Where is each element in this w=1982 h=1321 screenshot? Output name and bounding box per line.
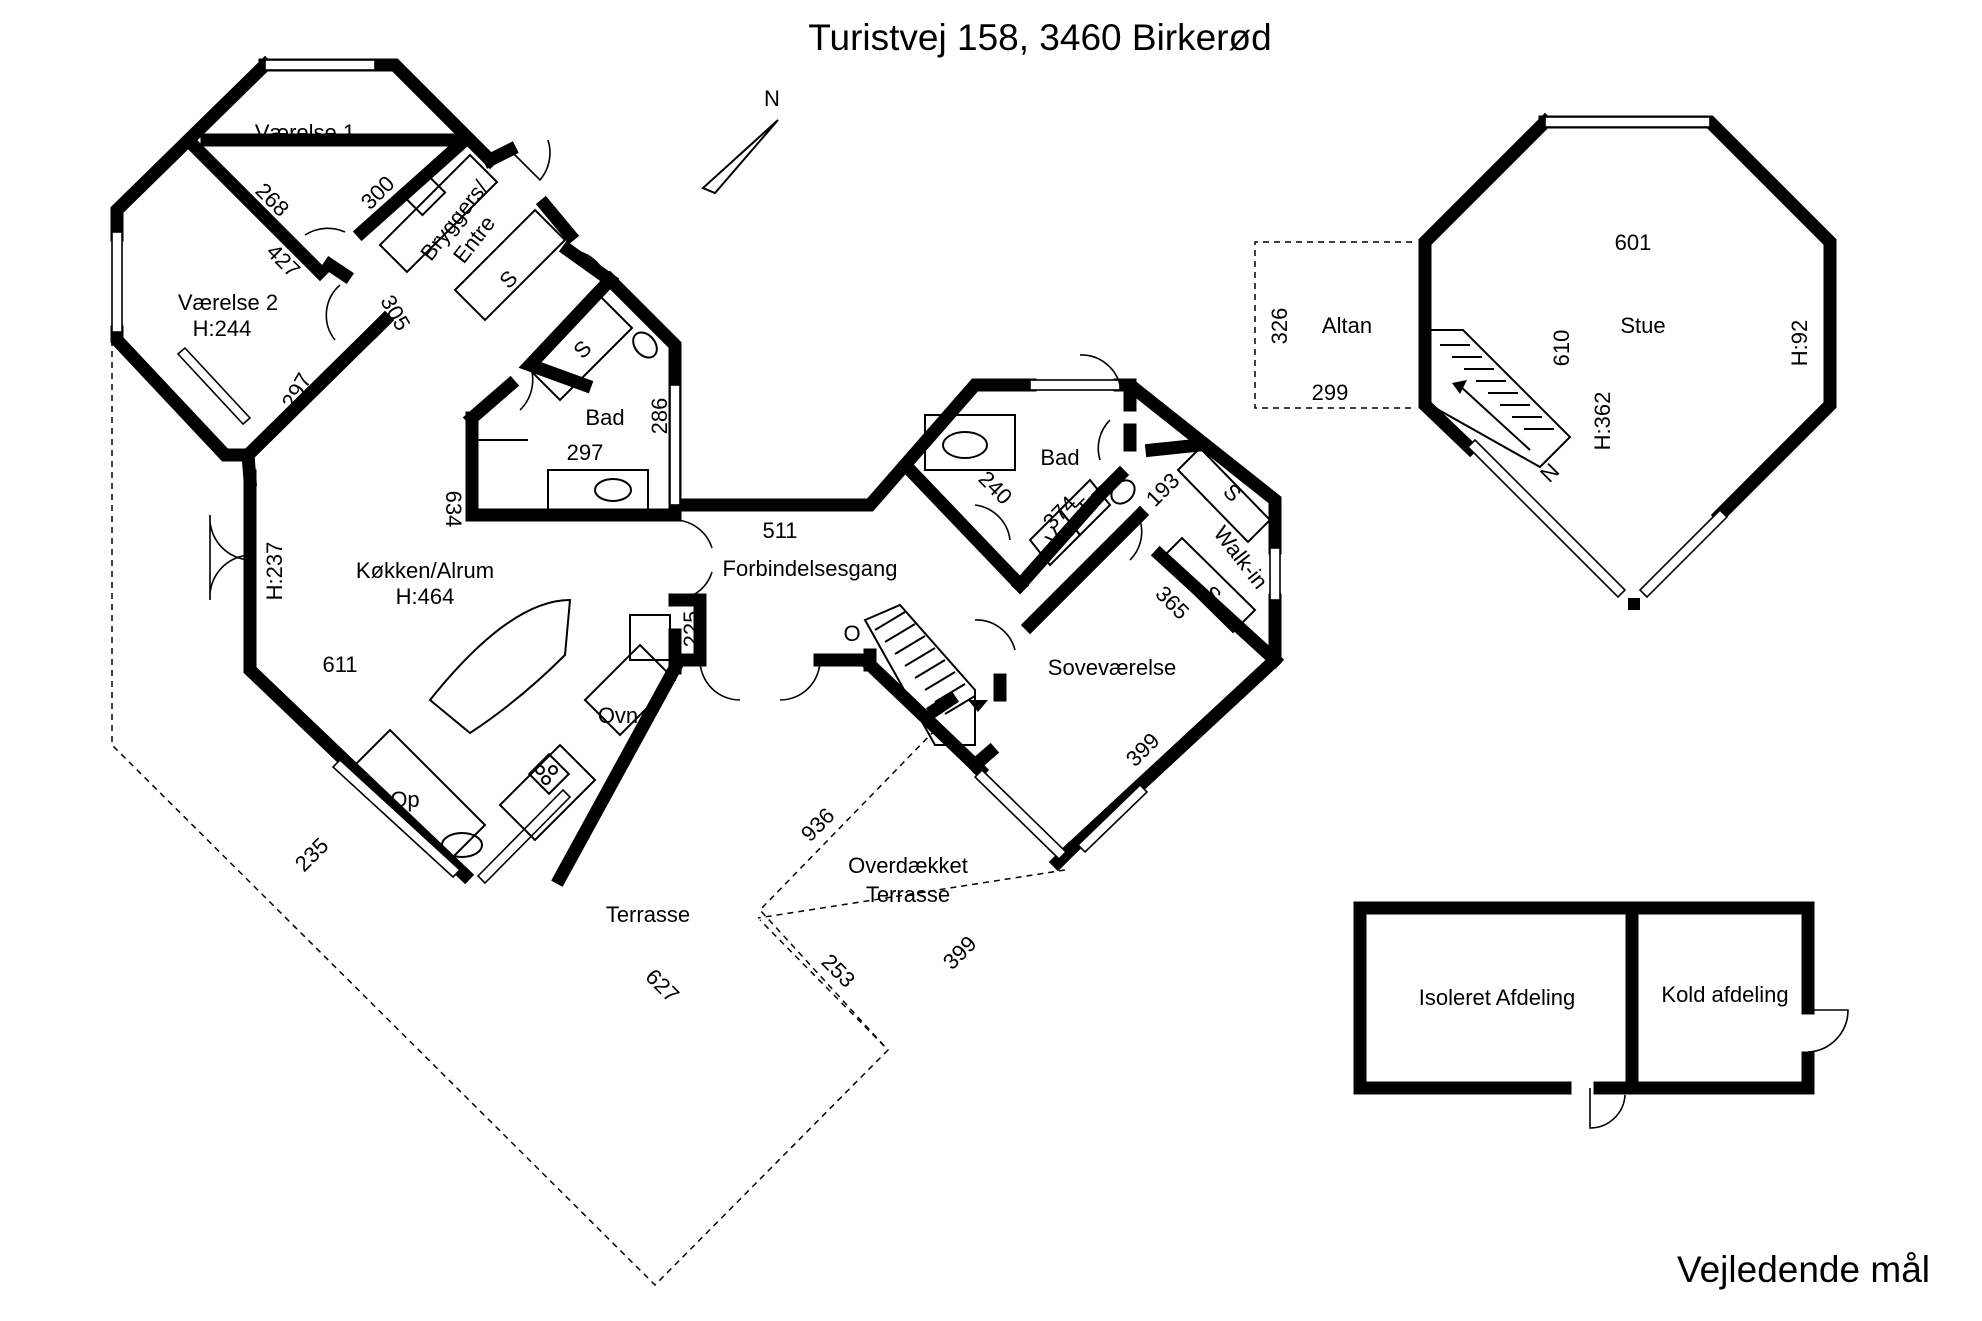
dim-601: 601 — [1615, 230, 1652, 255]
fixture-label-s-bad: S — [568, 335, 596, 363]
dim-h362: H:362 — [1590, 392, 1615, 451]
north-arrow-icon: N — [701, 86, 780, 195]
main-house-walls — [110, 55, 1285, 887]
room-label-forbindelsesgang: Forbindelsesgang — [723, 556, 898, 581]
fixture-label-s-walkin1: S — [1218, 479, 1246, 507]
room-label-terrasse: Terrasse — [606, 902, 690, 927]
dim-235: 235 — [290, 833, 334, 877]
fixtures-main — [353, 153, 1272, 862]
room-label-bad1: Bad — [585, 405, 624, 430]
terrace-outline — [111, 340, 1066, 1287]
stue-walls — [1418, 112, 1837, 610]
altan-outline — [1254, 241, 1412, 409]
room-label-stue: Stue — [1620, 313, 1665, 338]
windows-main — [111, 59, 1281, 885]
room-label-koekken: Køkken/Alrum — [356, 558, 494, 583]
dim-253: 253 — [817, 949, 861, 993]
room-label-bad2: Bad — [1040, 445, 1079, 470]
fixture-label-o: O — [843, 621, 860, 646]
room-label-vaerelse1: Værelse 1 — [255, 120, 355, 145]
dim-399b: 399 — [938, 931, 982, 975]
dim-611: 611 — [322, 652, 357, 677]
room-height-koekken: H:464 — [396, 584, 455, 609]
fixture-label-stair-n: N — [1535, 458, 1564, 487]
fixture-label-ovn: Ovn — [598, 703, 638, 728]
room-label-overdaekket-terrasse: Terrasse — [866, 882, 950, 907]
dim-627: 627 — [641, 964, 685, 1008]
room-label-sovevaerelse: Soveværelse — [1048, 655, 1176, 680]
room-height-vaerelse2: H:244 — [193, 316, 252, 341]
dim-299: 299 — [1312, 380, 1349, 405]
dim-193: 193 — [1141, 468, 1185, 512]
plan-title: Turistvej 158, 3460 Birkerød — [808, 17, 1271, 58]
room-labels: Værelse 1 Værelse 2 H:244 Bryggers/ Entr… — [178, 120, 1789, 1010]
dim-297b: 297 — [567, 440, 604, 465]
dim-936: 936 — [796, 803, 840, 847]
room-label-altan: Altan — [1322, 313, 1372, 338]
dim-511: 511 — [762, 518, 797, 543]
dim-326: 326 — [1267, 308, 1292, 345]
dim-297a: 297 — [277, 369, 317, 413]
compass-label: N — [764, 86, 780, 111]
doors-main — [209, 139, 1143, 701]
fixture-label-op: Op — [390, 787, 419, 812]
room-label-overdaekket: Overdækket — [848, 853, 968, 878]
outbuilding-walls — [1353, 901, 1849, 1129]
room-label-kold: Kold afdeling — [1661, 982, 1788, 1007]
dim-240: 240 — [974, 466, 1018, 510]
dim-h237: H:237 — [262, 542, 287, 601]
room-label-vaerelse2: Værelse 2 — [178, 290, 278, 315]
footer-note: Vejledende mål — [1677, 1249, 1930, 1290]
dim-610: 610 — [1549, 330, 1574, 367]
dim-286: 286 — [647, 398, 672, 435]
dim-634: 634 — [441, 491, 466, 528]
dim-225: 225 — [679, 611, 704, 648]
dim-h92: H:92 — [1787, 320, 1812, 366]
room-label-isoleret: Isoleret Afdeling — [1419, 985, 1576, 1010]
fixture-label-s-bryggers: S — [494, 265, 522, 293]
